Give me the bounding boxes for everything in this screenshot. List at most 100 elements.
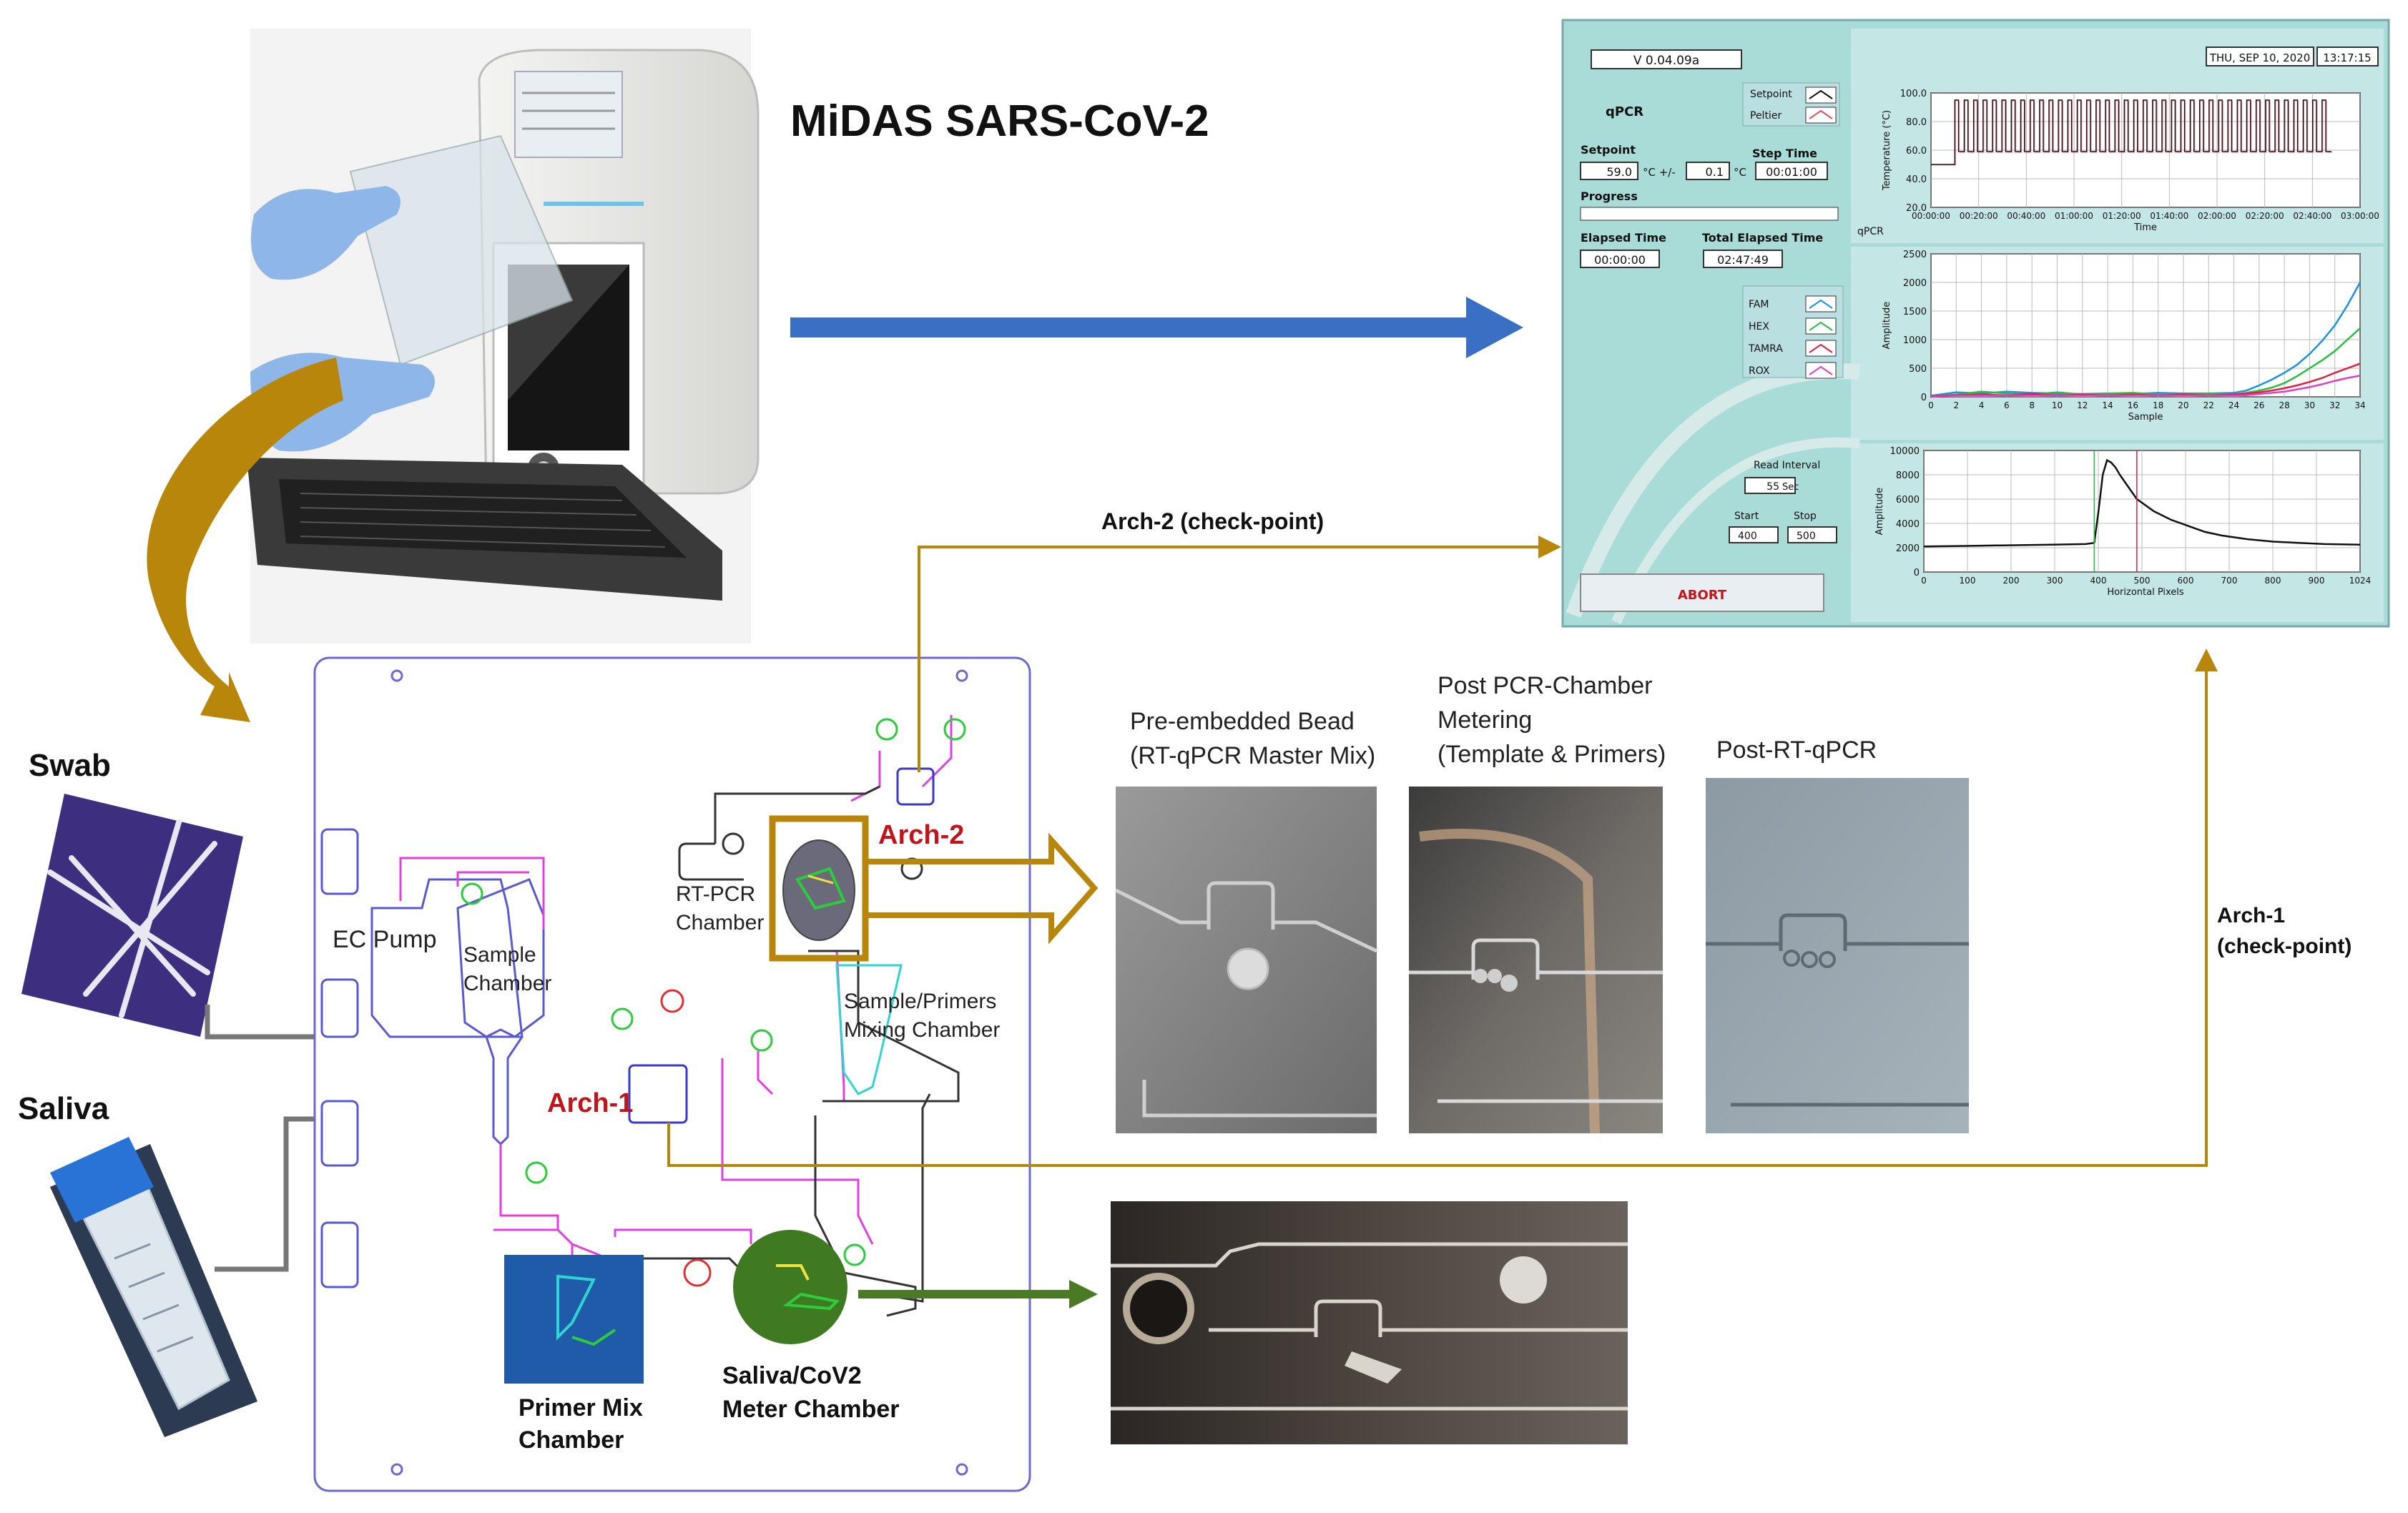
chart1-xtick: 00:20:00 (1960, 211, 1998, 221)
green-arrow (858, 1280, 1098, 1309)
chart1-xtick: 02:20:00 (2246, 211, 2284, 221)
primer-mix-label-1: Primer Mix (519, 1394, 643, 1421)
chart2-xtick: 26 (2254, 400, 2264, 410)
chart3-xtick: 900 (2309, 576, 2325, 586)
pixel-profile-line (1923, 458, 2361, 548)
dye-label-rox: ROX (1749, 365, 1770, 377)
dye-label-hex: HEX (1749, 321, 1769, 332)
primer-mix-label-2: Chamber (519, 1426, 624, 1454)
chart3-xtick: 700 (2221, 576, 2238, 586)
setpoint-field[interactable] (1580, 162, 1638, 180)
qpcr-tag: qPCR (1857, 226, 1884, 237)
amplification-rox-line (1930, 375, 2361, 398)
read-interval-value: 55 (1766, 481, 1779, 493)
start-value: 400 (1738, 531, 1757, 542)
chart3-ytick: 4000 (1896, 519, 1920, 530)
abort-button[interactable] (1580, 573, 1824, 612)
chart3-xlabel: Horizontal Pixels (2107, 587, 2184, 598)
chart2-xtick: 14 (2102, 400, 2113, 410)
rt-pcr-chamber (782, 839, 855, 941)
dye-swatch-box (1805, 317, 1837, 335)
chart1-xtick: 02:40:00 (2293, 211, 2331, 221)
chart3-ytick: 0 (1914, 568, 1920, 578)
post-pcr-label-2: Metering (1438, 706, 1532, 734)
dye-swatch-box (1805, 340, 1837, 357)
arch2-checkpoint-label: Arch-2 (check-point) (1101, 508, 1324, 534)
chart3-xtick: 200 (2003, 576, 2020, 586)
stop-field[interactable] (1787, 526, 1837, 543)
figure-title: MiDAS SARS-CoV-2 (790, 97, 1209, 146)
post-pcr-label-3: (Template & Primers) (1438, 741, 1666, 768)
chart1-ytick: 20.0 (1906, 203, 1927, 214)
chart1-ytick: 40.0 (1906, 174, 1927, 185)
tolerance-unit: °C (1734, 166, 1746, 179)
chart2-xtick: 6 (2004, 400, 2010, 410)
sample-chamber-label-2: Chamber (463, 972, 551, 995)
chart1-ytick: 100.0 (1900, 89, 1927, 99)
read-interval-field[interactable] (1744, 477, 1796, 494)
chart2-ytick: 0 (1921, 393, 1927, 403)
chart2-xtick: 10 (2052, 400, 2063, 410)
qpcr-gui: V 0.04.09a THU, SEP 10, 2020 13:17:15 qP… (1561, 19, 2390, 628)
dye-swatch-box (1805, 295, 1837, 312)
photo-post-rt: Post-RT-qPCR (1706, 736, 1969, 1133)
chart2-xtick: 8 (2029, 400, 2035, 410)
chart2-xlabel: Sample (2128, 412, 2163, 423)
arch1-label: Arch-1 (547, 1088, 633, 1118)
swab-label: Swab (29, 748, 111, 783)
mixing-chamber-label-1: Sample/Primers (844, 990, 996, 1013)
chart3-ytick: 8000 (1896, 470, 1920, 481)
arch1-checkpoint-label-1: Arch-1 (2217, 904, 2285, 927)
dye-swatch-line (1809, 321, 1833, 331)
meter-chamber (733, 1230, 847, 1344)
chart2-xtick: 20 (2178, 400, 2188, 410)
step-time-label: Step Time (1752, 147, 1817, 160)
gui-date: THU, SEP 10, 2020 (2209, 51, 2311, 64)
gui-mode: qPCR (1606, 104, 1643, 119)
chart2-xtick: 24 (2228, 400, 2239, 410)
photo-pre-embedded: Pre-embedded Bead (RT-qPCR Master Mix) (1114, 708, 1378, 1133)
ec-pump-label: EC Pump (333, 926, 437, 953)
photo-post-pcr: Post PCR-Chamber Metering (Template & Pr… (1409, 672, 1666, 1134)
chart2-ytick: 500 (1909, 364, 1927, 375)
saliva-tube-photo (50, 1137, 257, 1437)
post-pcr-label-1: Post PCR-Chamber (1438, 672, 1652, 699)
total-elapsed-label: Total Elapsed Time (1702, 231, 1823, 245)
tolerance-field[interactable] (1686, 162, 1730, 180)
chart1-ytick: 80.0 (1906, 117, 1927, 128)
chart1-xtick: 01:00:00 (2055, 211, 2093, 221)
setpoint-value: 59.0 (1606, 165, 1632, 179)
chart3-xtick: 600 (2178, 576, 2194, 586)
chart3-xtick: 100 (1960, 576, 1976, 586)
rt-pcr-chamber-label-1: RT-PCR (676, 882, 755, 906)
chart3-xtick: 0 (1921, 576, 1927, 586)
tolerance-value: 0.1 (1706, 165, 1724, 179)
pre-embedded-label-2: (RT-qPCR Master Mix) (1130, 742, 1375, 769)
start-field[interactable] (1729, 526, 1779, 543)
abort-label: ABORT (1678, 588, 1727, 603)
chart2-xtick: 12 (2077, 400, 2088, 410)
chart1-xtick: 01:40:00 (2150, 211, 2188, 221)
chart3-ytick: 6000 (1896, 495, 1920, 506)
chart1-xlabel: Time (2133, 222, 2157, 233)
chart2-xtick: 18 (2153, 400, 2163, 410)
curved-gold-arrow (147, 358, 343, 722)
dye-label-fam: FAM (1749, 299, 1769, 310)
chart2-xtick: 34 (2354, 400, 2365, 410)
chart2-xtick: 30 (2304, 400, 2315, 410)
total-elapsed-value: 02:47:49 (1717, 253, 1769, 267)
arch2-highlight (769, 815, 1099, 962)
mixing-chamber-label-2: Mixing Chamber (844, 1018, 1000, 1042)
elapsed-label: Elapsed Time (1581, 231, 1666, 245)
photo-meter-bottom (1111, 1201, 1628, 1444)
step-time-field[interactable] (1755, 162, 1828, 180)
chart2-xtick: 2 (1953, 400, 1959, 410)
chart1-xtick: 02:00:00 (2198, 211, 2236, 221)
arch2-checkpoint-line (918, 536, 1561, 772)
microfluidic-chip: EC Pump Sample Chamber RT-PCR Chamber Sa… (313, 656, 1031, 1492)
gui-time: 13:17:15 (2323, 51, 2371, 64)
chart2-xtick: 32 (2329, 400, 2340, 410)
